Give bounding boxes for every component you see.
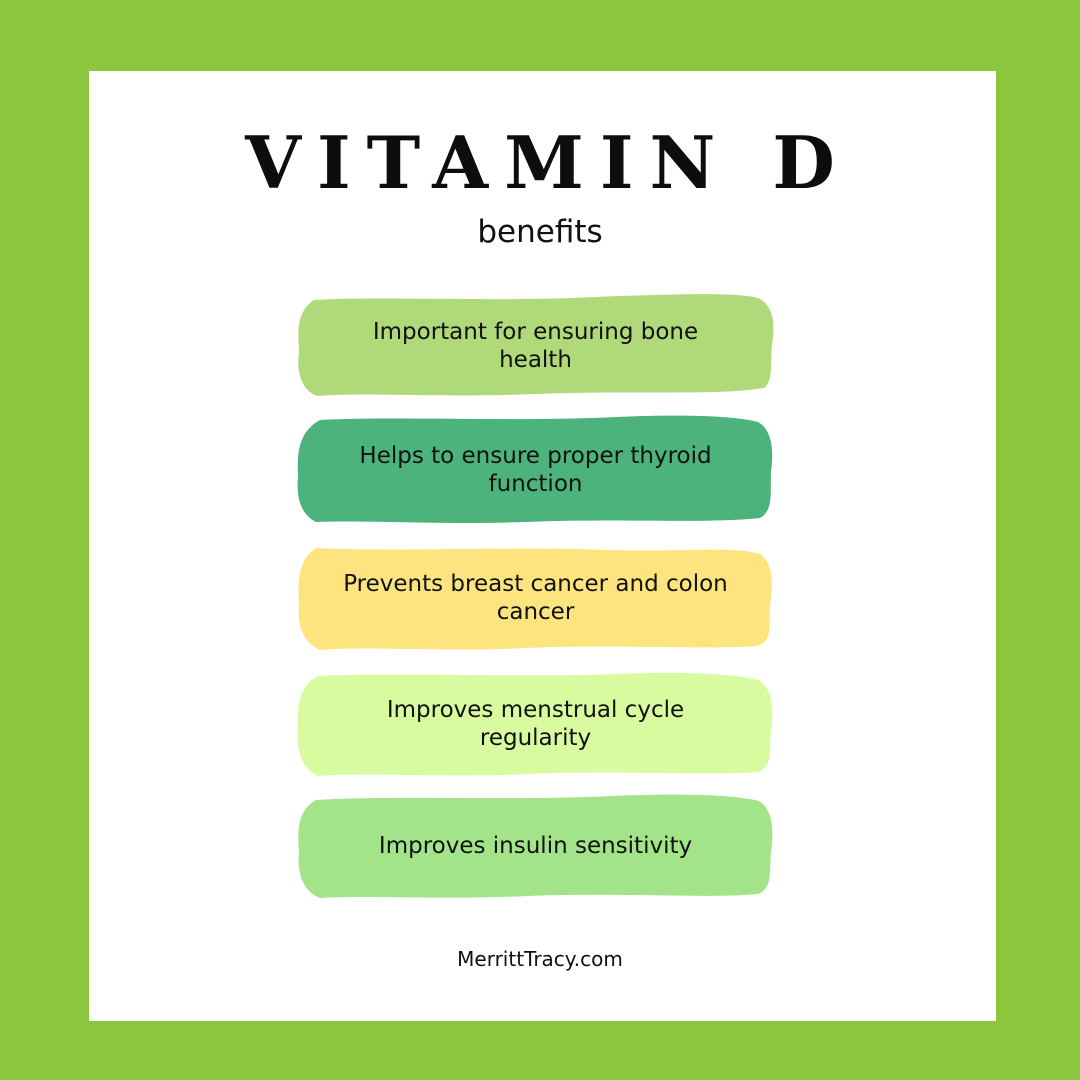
brush-stroke-shape <box>297 672 773 776</box>
benefit-item-insulin: Improves insulin sensitivity <box>296 792 775 900</box>
benefit-text: Improves menstrual cycle regularity <box>386 697 685 751</box>
benefit-item-thyroid: Helps to ensure proper thyroid function <box>296 414 775 526</box>
brush-stroke-shape <box>298 794 773 898</box>
website-credit: MerrittTracy.com <box>457 947 623 971</box>
brush-stroke-shape <box>297 415 773 523</box>
benefit-item-bone-health: Important for ensuring bone health <box>296 292 775 399</box>
benefit-text: Helps to ensure proper thyroid function <box>359 443 712 497</box>
brush-stroke-shape <box>298 294 774 396</box>
benefit-item-menstrual: Improves menstrual cycle regularity <box>296 670 775 778</box>
benefit-text: Improves insulin sensitivity <box>378 833 693 859</box>
benefit-item-cancer: Prevents breast cancer and colon cancer <box>296 544 775 652</box>
page-subtitle: benefits <box>477 214 603 250</box>
benefit-text: Important for ensuring bone health <box>372 318 699 373</box>
benefit-text: Prevents breast cancer and colon cancer <box>343 571 728 625</box>
page-title: VITAMIN D <box>245 120 851 205</box>
brush-stroke-shape <box>298 548 772 650</box>
